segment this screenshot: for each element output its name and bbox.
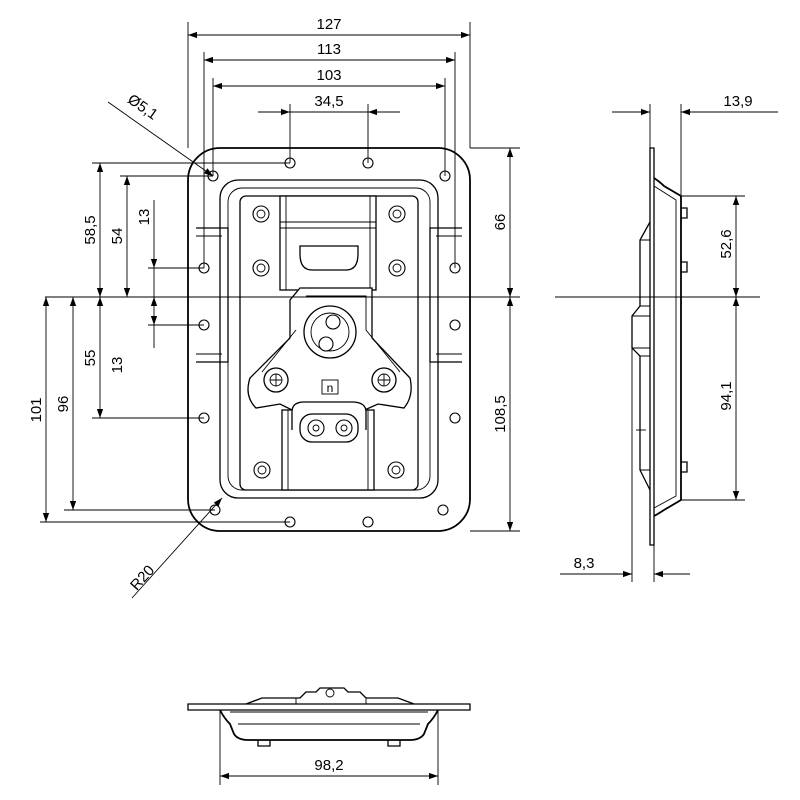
dim-96: 96 (55, 396, 72, 413)
dim-13-lower: 13 (109, 357, 126, 374)
left-bracket (196, 227, 229, 363)
dim-103: 103 (316, 67, 341, 84)
dim-13-upper: 13 (136, 209, 153, 226)
base-screws (252, 205, 406, 479)
dim-52-6: 52,6 (718, 229, 735, 258)
outer-plate (187, 147, 471, 532)
catch-hook (291, 401, 367, 443)
side-handle (631, 221, 651, 491)
logo-text: n (327, 381, 334, 395)
dim-58-5: 58,5 (82, 215, 99, 244)
dim-diameter: Ø5,1 (124, 91, 160, 124)
hinge-block (279, 195, 377, 291)
dim-108-5: 108,5 (492, 395, 509, 433)
dim-101: 101 (28, 397, 45, 422)
dim-113: 113 (317, 41, 341, 58)
dim-94-1: 94,1 (718, 381, 735, 410)
dim-13-9: 13,9 (723, 93, 752, 110)
logo-mark (321, 379, 339, 395)
dim-r20: R20 (127, 562, 158, 594)
butterfly-handle: n (247, 287, 412, 413)
side-flange (649, 147, 655, 546)
bottom-flange (187, 703, 471, 711)
dim-54: 54 (109, 228, 126, 245)
dim-34-5: 34,5 (314, 93, 343, 110)
dim-66: 66 (492, 214, 509, 231)
dim-98-2: 98,2 (314, 757, 343, 774)
side-dish (653, 177, 682, 517)
bottom-dish (219, 709, 439, 741)
side-view (555, 147, 760, 546)
bottom-handle (245, 687, 415, 705)
right-bracket (429, 227, 462, 363)
front-view: n (45, 147, 520, 532)
side-dimensions: 13,9 52,6 94,1 8,3 (560, 93, 778, 582)
handle-hub (303, 305, 357, 359)
recess-outer (219, 179, 439, 499)
bottom-view: 98,2 (187, 687, 471, 785)
dim-8-3: 8,3 (574, 555, 595, 572)
dim-55: 55 (82, 350, 99, 367)
dim-127: 127 (316, 16, 341, 33)
